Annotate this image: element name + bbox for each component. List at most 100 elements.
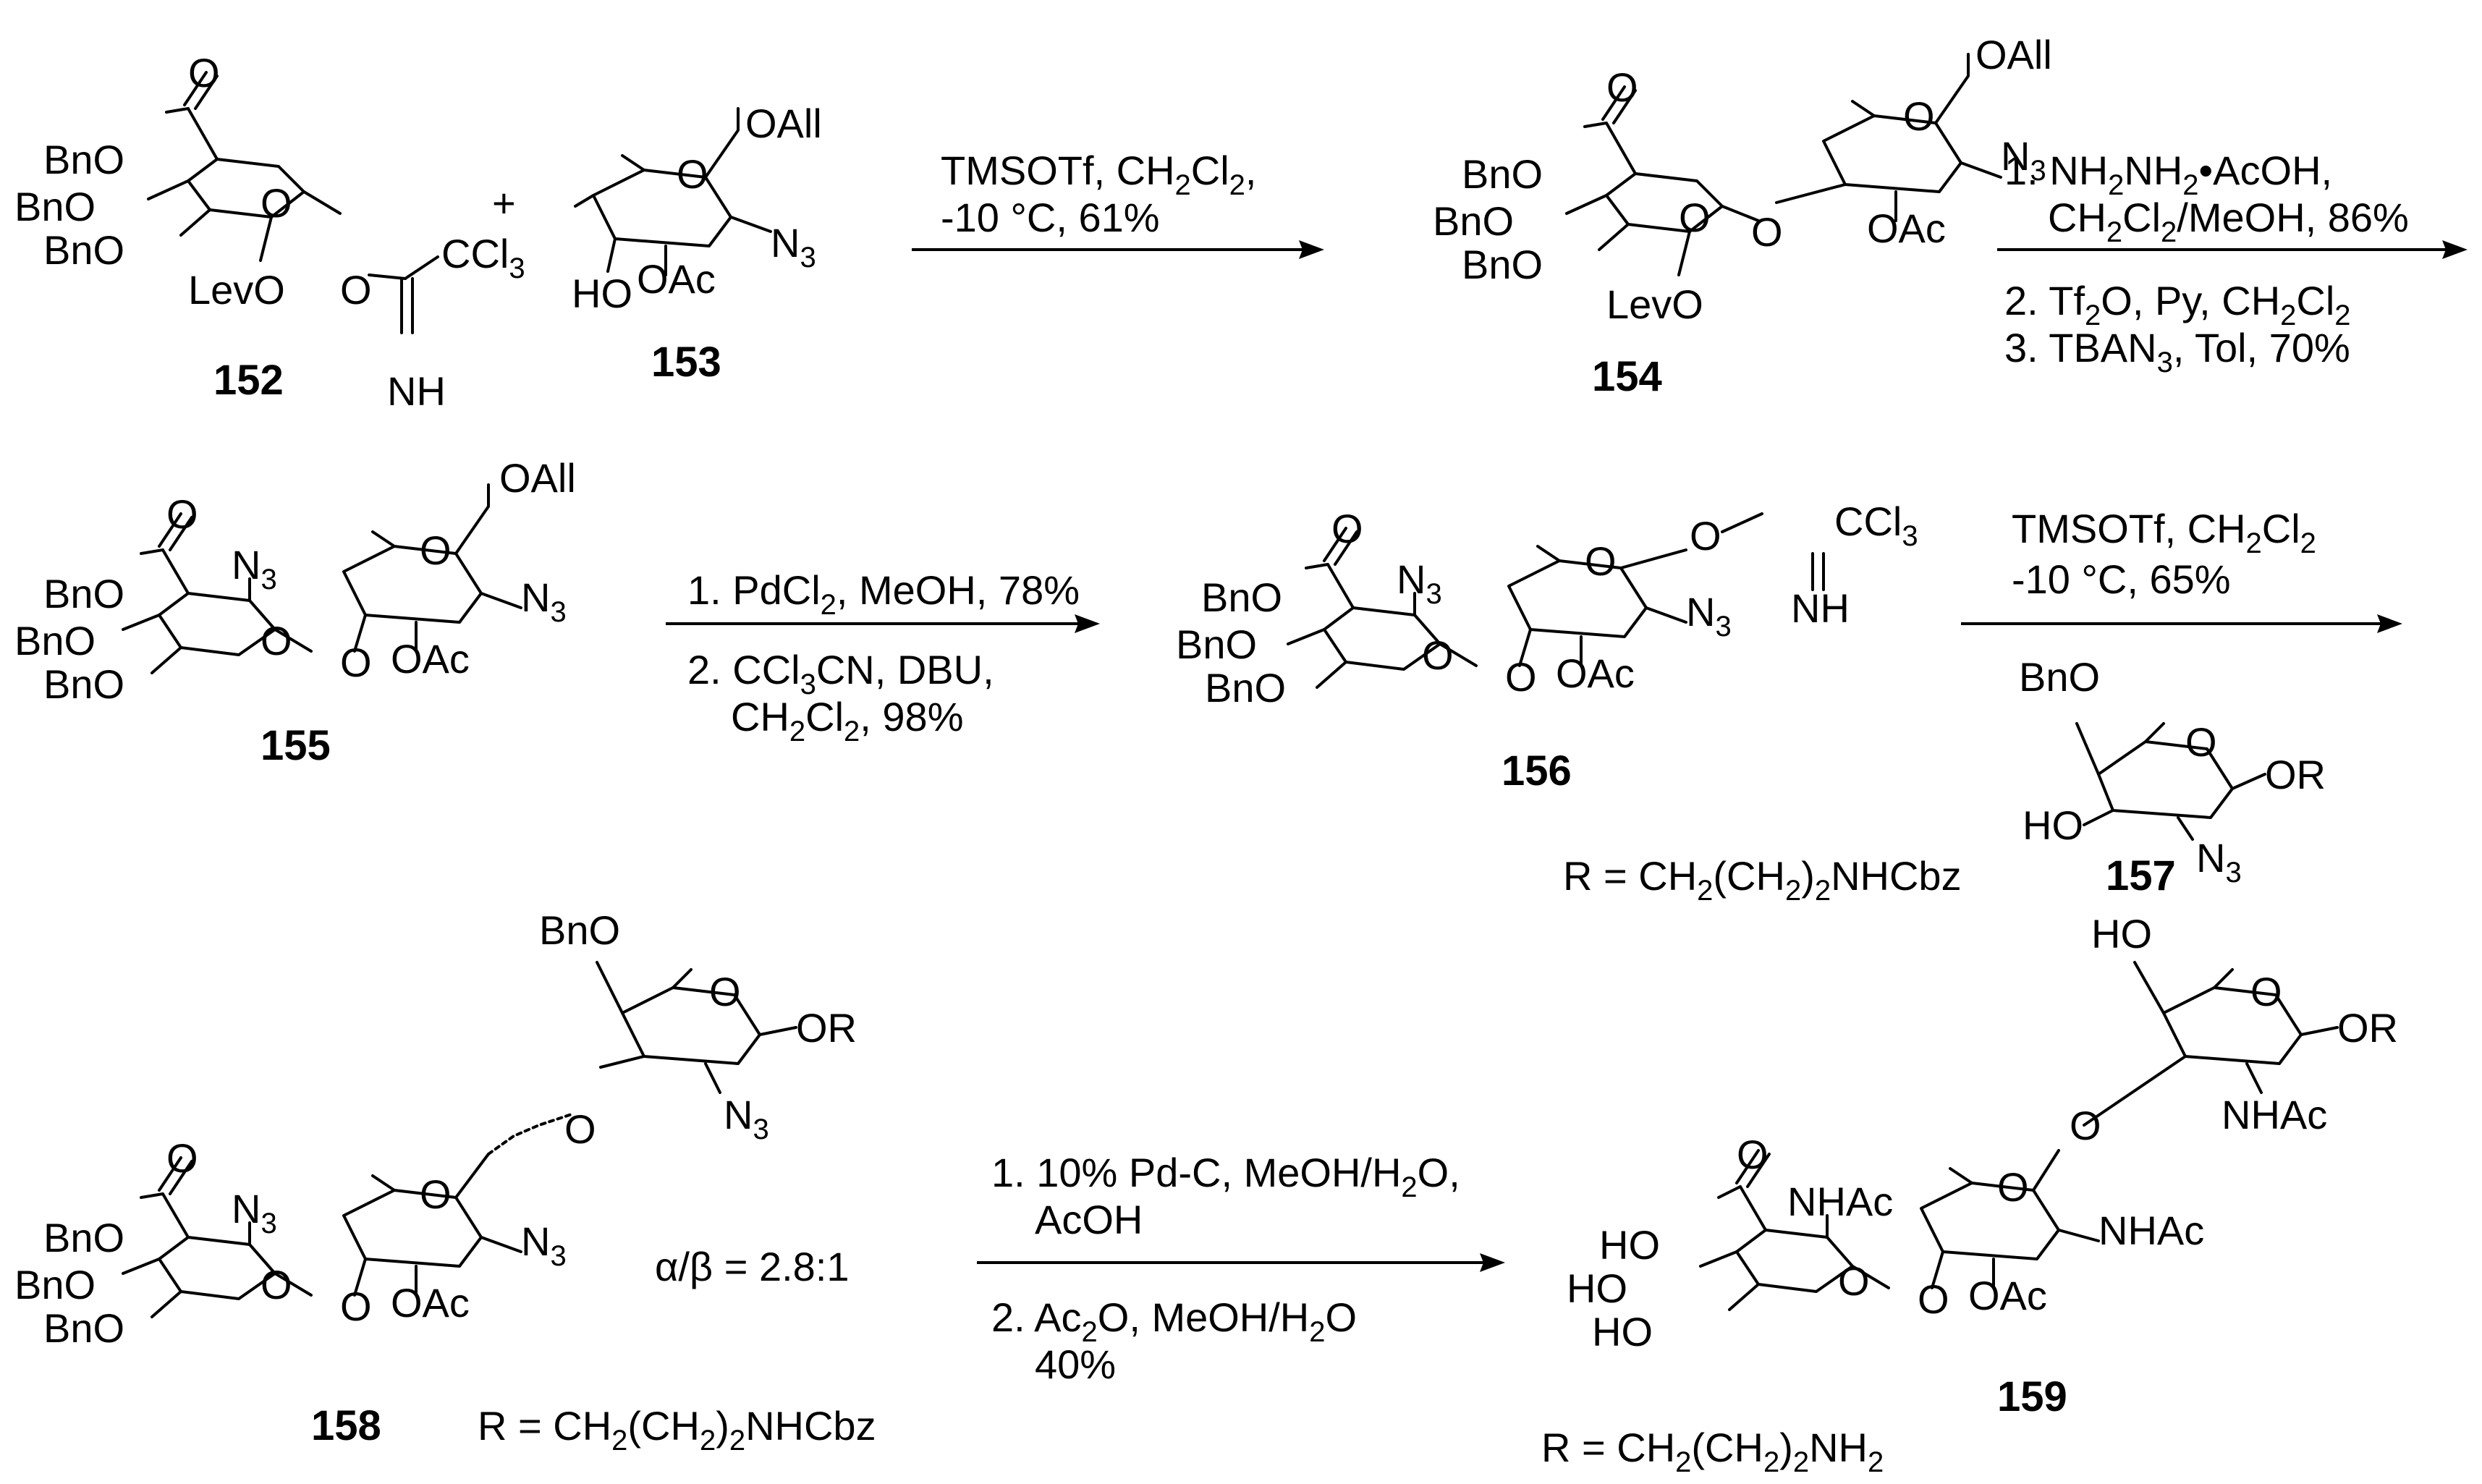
glyco-o-label-155: O bbox=[340, 640, 372, 685]
nhac-label-159c: NHAc bbox=[2221, 1092, 2327, 1137]
bno-label-157: BnO bbox=[2019, 654, 2100, 700]
ho-label-153: HO bbox=[572, 271, 632, 316]
ring-o-label-154b: O bbox=[1903, 93, 1935, 139]
r-definition-2: R = CH2(CH2)2NHCbz bbox=[478, 1403, 876, 1457]
compound-number-156: 156 bbox=[1502, 747, 1572, 794]
bno-label-155-1: BnO bbox=[43, 571, 124, 616]
bno-label-2: BnO bbox=[14, 184, 96, 229]
carbonyl-o-label-159: O bbox=[1737, 1132, 1769, 1177]
carbonyl-o-label-154: O bbox=[1606, 64, 1638, 110]
glyco-o-label-156: O bbox=[1505, 654, 1537, 700]
oac-label-155: OAc bbox=[391, 636, 470, 682]
compound-154: BnO BnO BnO LevO O O O O OAll N3 OAc 154 bbox=[1433, 32, 2052, 400]
ho-label-159-1: HO bbox=[1567, 1265, 1627, 1311]
step3-line1: 1. PdCl2, MeOH, 78% bbox=[687, 567, 1080, 621]
reaction-arrow-4: TMSOTf, CH2Cl2 -10 °C, 65% bbox=[1961, 506, 2402, 633]
ring-o-label-156b: O bbox=[1585, 538, 1617, 584]
n3-label-158b: N3 bbox=[521, 1218, 567, 1272]
bno-label-155-3: BnO bbox=[43, 661, 124, 707]
compound-number-155: 155 bbox=[261, 722, 331, 769]
bno-label-156-3: BnO bbox=[1205, 665, 1286, 711]
ring-o-label: O bbox=[261, 180, 292, 226]
oac-label-156: OAc bbox=[1556, 650, 1635, 696]
bno-label-3: BnO bbox=[43, 227, 124, 273]
levo-label: LevO bbox=[188, 267, 285, 313]
step4-line1: TMSOTf, CH2Cl2 bbox=[2012, 506, 2316, 559]
compound-157: BnO O OR HO N3 157 bbox=[2019, 654, 2326, 899]
glyco-o-label-159a: O bbox=[1918, 1276, 1949, 1322]
ring-o-label-157: O bbox=[2185, 719, 2217, 765]
oac-label-153: OAc bbox=[637, 256, 716, 302]
step2-line4: 3. TBAN3, Tol, 70% bbox=[2004, 325, 2350, 378]
oac-label-159: OAc bbox=[1968, 1273, 2047, 1318]
step5-line3: 2. Ac2O, MeOH/H2O bbox=[991, 1294, 1357, 1348]
levo-label-154: LevO bbox=[1606, 281, 1703, 327]
or-label-159: OR bbox=[2337, 1005, 2398, 1051]
ccl3-label: CCl3 bbox=[441, 231, 525, 284]
compound-152: BnO BnO BnO LevO O O O CCl3 NH 152 bbox=[14, 50, 525, 414]
bno-label-154-3: BnO bbox=[1462, 242, 1543, 287]
ring-o-label-158a: O bbox=[261, 1262, 292, 1307]
n3-label-155a: N3 bbox=[232, 542, 277, 595]
plus-sign: + bbox=[492, 180, 516, 226]
bno-label-154-1: BnO bbox=[1462, 151, 1543, 197]
n3-label-154: N3 bbox=[2001, 133, 2046, 187]
nhac-label-159a: NHAc bbox=[1787, 1179, 1893, 1224]
bno-label-156-2: BnO bbox=[1176, 622, 1257, 667]
step5-line4: 40% bbox=[1035, 1341, 1116, 1387]
compound-158: BnO BnO BnO O N3 O O O N3 OAc O BnO O OR… bbox=[14, 907, 857, 1449]
compound-159: HO HO HO O NHAc O O O NHAc OAc O HO O OR… bbox=[1567, 911, 2398, 1420]
oall-label-154: OAll bbox=[1975, 32, 2052, 77]
n3-label-155b: N3 bbox=[521, 574, 567, 628]
step4-line2: -10 °C, 65% bbox=[2012, 556, 2231, 602]
bno-label-1: BnO bbox=[43, 137, 124, 182]
step1-line2: -10 °C, 61% bbox=[941, 195, 1160, 240]
n3-label-157: N3 bbox=[2196, 835, 2242, 889]
bno-label-156-1: BnO bbox=[1201, 574, 1282, 620]
compound-number-157: 157 bbox=[2106, 852, 2176, 899]
glyco-o-label-159b: O bbox=[2070, 1103, 2101, 1148]
compound-153: OAll O N3 HO OAc 153 bbox=[572, 101, 822, 386]
imidate-o-label-156: O bbox=[1690, 513, 1721, 559]
nh-label-156: NH bbox=[1791, 585, 1850, 631]
step1-line1: TMSOTf, CH2Cl2, bbox=[941, 148, 1256, 201]
step2-line1: 1. NH2NH2•AcOH, bbox=[2004, 148, 2332, 201]
ring-o-label-159b: O bbox=[1997, 1164, 2029, 1210]
bno-label-158-4: BnO bbox=[539, 907, 620, 953]
nhac-label-159b: NHAc bbox=[2098, 1208, 2204, 1253]
ring-o-label-154a: O bbox=[1679, 195, 1711, 240]
reaction-arrow-3: 1. PdCl2, MeOH, 78% 2. CCl3CN, DBU, CH2C… bbox=[666, 567, 1100, 747]
ring-o-label-159a: O bbox=[1838, 1258, 1870, 1304]
bno-label-158-3: BnO bbox=[43, 1305, 124, 1351]
compound-number-158: 158 bbox=[311, 1402, 381, 1449]
n3-label-153: N3 bbox=[771, 220, 816, 274]
nh-label: NH bbox=[387, 368, 446, 414]
r-definition-1: R = CH2(CH2)2NHCbz bbox=[1563, 853, 1962, 907]
n3-label-158a: N3 bbox=[232, 1186, 277, 1239]
carbonyl-o-label-155: O bbox=[166, 491, 198, 537]
anomer-ratio: α/β = 2.8:1 bbox=[655, 1244, 850, 1289]
ccl3-label-156: CCl3 bbox=[1834, 499, 1918, 552]
ring-o-label-159c: O bbox=[2250, 969, 2282, 1014]
or-label-157: OR bbox=[2265, 752, 2326, 797]
compound-number-152: 152 bbox=[213, 357, 284, 404]
carbonyl-o-label-156: O bbox=[1331, 506, 1363, 551]
glyco-o-label-158b: O bbox=[564, 1106, 596, 1152]
bno-label-155-2: BnO bbox=[14, 618, 96, 663]
anomeric-o-label: O bbox=[340, 267, 372, 313]
ring-o-label-158b: O bbox=[420, 1171, 452, 1217]
n3-label-158c: N3 bbox=[724, 1092, 769, 1145]
ho-label-157: HO bbox=[2023, 802, 2083, 848]
oall-label-155: OAll bbox=[499, 455, 576, 501]
compound-number-154: 154 bbox=[1592, 353, 1662, 400]
step2-line2: CH2Cl2/MeOH, 86% bbox=[2048, 195, 2409, 248]
step5-line2: AcOH bbox=[1035, 1197, 1143, 1242]
ring-o-label-156a: O bbox=[1422, 632, 1454, 678]
reaction-arrow-1: TMSOTf, CH2Cl2, -10 °C, 61% bbox=[912, 148, 1324, 259]
step5-line1: 1. 10% Pd-C, MeOH/H2O, bbox=[991, 1150, 1460, 1203]
ring-o-label-158c: O bbox=[709, 969, 741, 1014]
reaction-arrow-2: 1. NH2NH2•AcOH, CH2Cl2/MeOH, 86% 2. Tf2O… bbox=[1997, 148, 2468, 378]
oac-label-154: OAc bbox=[1867, 205, 1946, 251]
oall-label: OAll bbox=[745, 101, 822, 146]
